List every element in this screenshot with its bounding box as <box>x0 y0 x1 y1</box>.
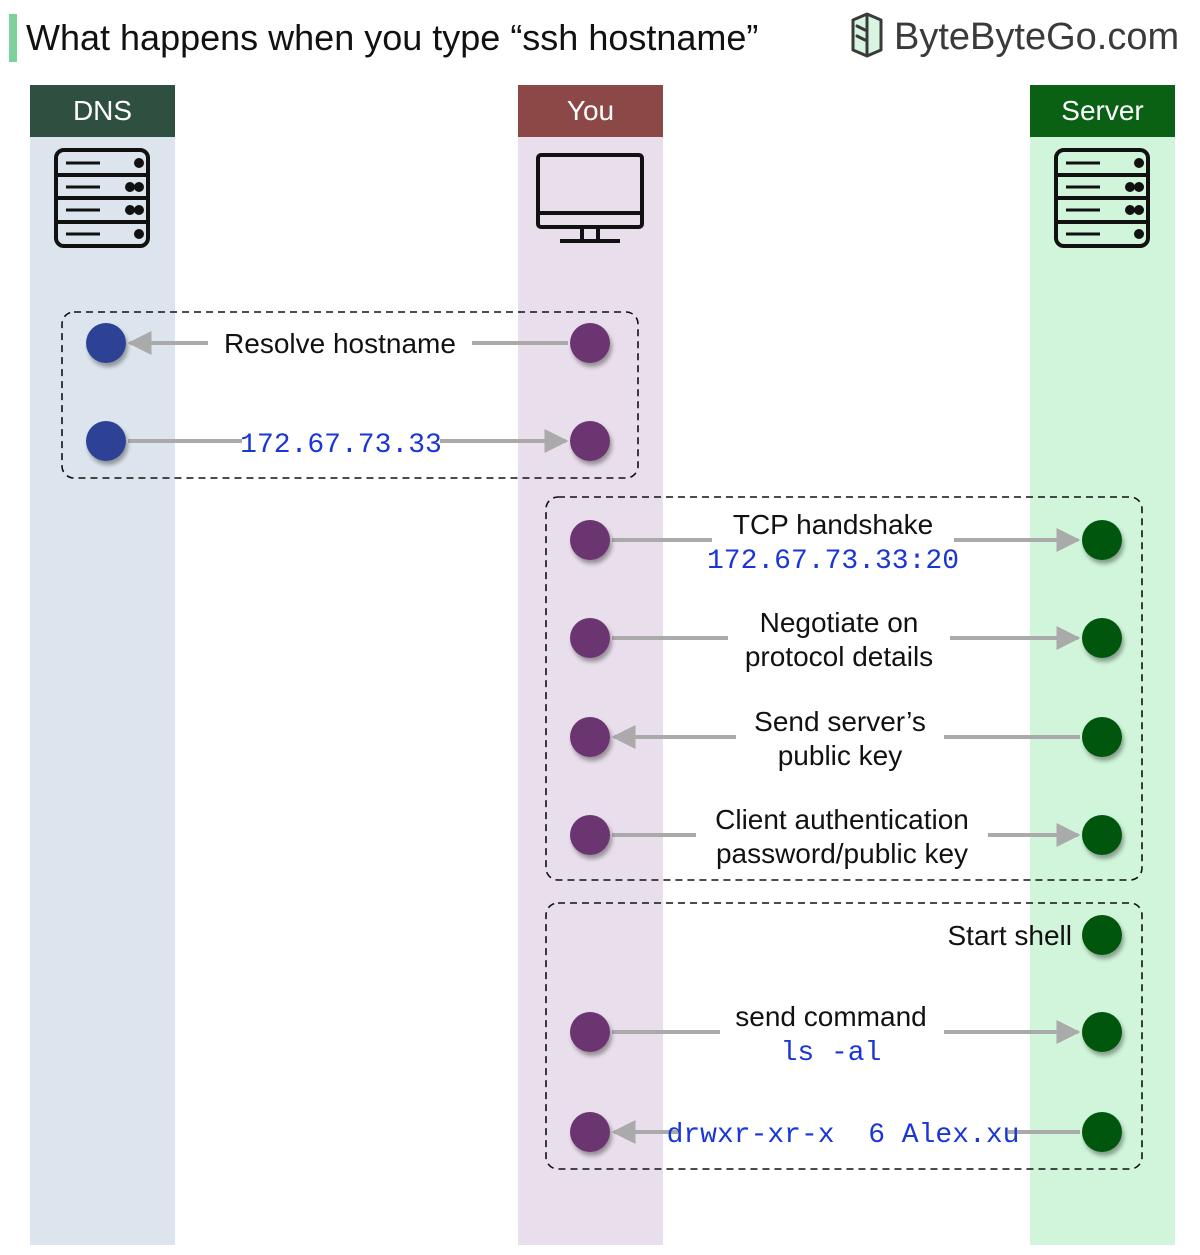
command-label: send command <box>735 1001 926 1032</box>
server-icon <box>1054 148 1150 248</box>
you-dot <box>570 1112 610 1152</box>
dns-lane-header: DNS <box>30 85 175 137</box>
you-lane-header: You <box>518 85 663 137</box>
dns-lookup-group <box>61 311 639 479</box>
server-dot <box>1082 1112 1122 1152</box>
tcp-address-label: 172.67.73.33:20 <box>707 546 959 577</box>
dns-dot <box>86 421 126 461</box>
desktop-monitor-icon <box>536 153 644 243</box>
dns-lane: DNS <box>30 85 175 1245</box>
bytebytego-logo-icon <box>851 12 883 58</box>
server-dot <box>1082 915 1122 955</box>
brand-name: ByteByteGo.com <box>894 16 1180 58</box>
server-lane: Server <box>1030 85 1175 1245</box>
you-dot <box>570 421 610 461</box>
tcp-label: TCP handshake <box>733 509 933 540</box>
you-dot <box>570 815 610 855</box>
ip-label: 172.67.73.33 <box>240 430 442 461</box>
you-dot <box>570 717 610 757</box>
page-title: What happens when you type “ssh hostname… <box>26 17 759 58</box>
output-label: drwxr-xr-x 6 Alex.xu <box>667 1120 1020 1151</box>
you-dot <box>570 1012 610 1052</box>
handshake-group <box>545 496 1143 881</box>
negotiate-label-line2: protocol details <box>745 641 933 672</box>
server-lane-header: Server <box>1030 85 1175 137</box>
dns-dot <box>86 323 126 363</box>
command-code-label: ls -al <box>781 1038 882 1069</box>
negotiate-label-line1: Negotiate on <box>760 607 919 638</box>
title-accent-bar <box>9 14 17 62</box>
dns-server-icon <box>54 148 150 248</box>
you-dot <box>570 618 610 658</box>
auth-label-line1: Client authentication <box>715 804 969 835</box>
auth-label-line2: password/public key <box>716 838 968 869</box>
server-dot <box>1082 815 1122 855</box>
you-dot <box>570 323 610 363</box>
resolve-label: Resolve hostname <box>224 328 456 359</box>
session-group <box>545 902 1143 1170</box>
server-dot <box>1082 520 1122 560</box>
pubkey-label-line1: Send server’s <box>754 706 926 737</box>
server-dot <box>1082 618 1122 658</box>
start-shell-label: Start shell <box>948 920 1073 951</box>
pubkey-label-line2: public key <box>778 740 903 771</box>
you-dot <box>570 520 610 560</box>
server-dot <box>1082 717 1122 757</box>
server-dot <box>1082 1012 1122 1052</box>
